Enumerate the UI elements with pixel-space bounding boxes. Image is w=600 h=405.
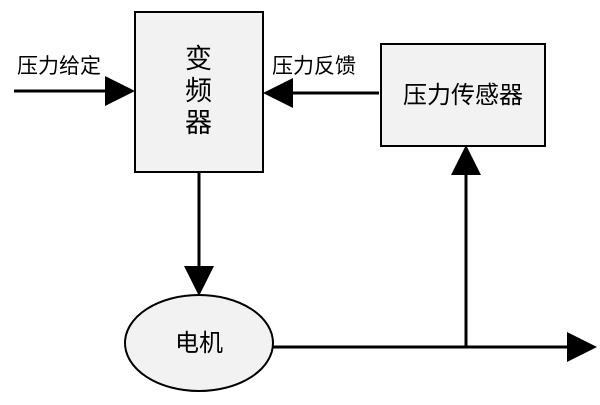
node-sensor-box: [380, 43, 546, 147]
node-motor-ellipse: [124, 294, 274, 392]
node-vfd-box: [134, 11, 264, 173]
